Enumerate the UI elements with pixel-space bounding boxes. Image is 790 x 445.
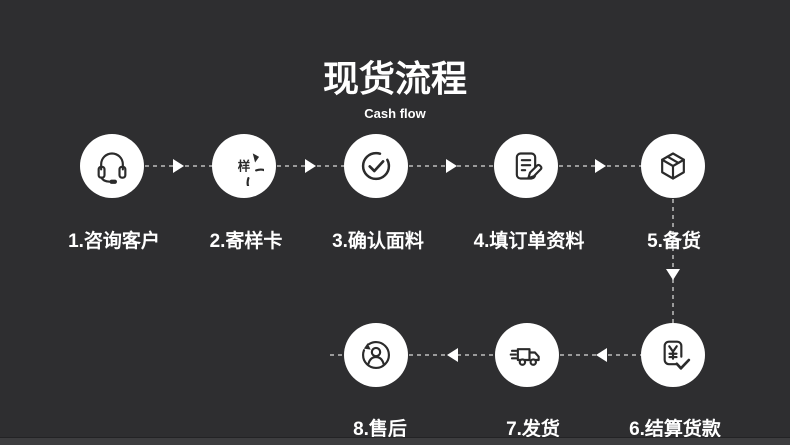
bottom-edge-bar xyxy=(0,437,790,445)
check-circle-icon xyxy=(361,151,391,181)
arrow-down-icon xyxy=(666,269,680,280)
arrow-right-icon xyxy=(305,159,316,173)
step-circle-confirm xyxy=(344,134,408,198)
connector-step8-tail xyxy=(330,354,345,356)
step-label-settle: 6.结算货款 xyxy=(629,419,721,440)
sample-char: 样 xyxy=(238,159,251,174)
step-circle-ship xyxy=(495,323,559,387)
delivery-truck-icon xyxy=(509,348,540,366)
package-box-icon xyxy=(661,152,685,180)
arrow-right-icon xyxy=(595,159,606,173)
step-circle-stock xyxy=(641,134,705,198)
step-circle-aftersales xyxy=(344,323,408,387)
after-sales-icon xyxy=(362,341,390,369)
page-title: 现货流程 xyxy=(322,58,467,99)
arrow-right-icon xyxy=(173,159,184,173)
step-label-order: 4.填订单资料 xyxy=(473,231,585,252)
page-subtitle: Cash flow xyxy=(364,106,426,121)
step-circle-consult xyxy=(80,134,144,198)
payment-yuan-icon xyxy=(663,340,691,370)
step-label-sample: 2.寄样卡 xyxy=(209,231,283,252)
step-label-stock: 5.备货 xyxy=(647,231,701,252)
order-form-icon xyxy=(515,152,543,180)
step-label-confirm: 3.确认面料 xyxy=(332,231,424,252)
step-circle-order xyxy=(494,134,558,198)
arrow-right-icon xyxy=(446,159,457,173)
arrow-left-icon xyxy=(596,348,607,362)
step-label-ship: 7.发货 xyxy=(506,419,560,440)
arrow-left-icon xyxy=(447,348,458,362)
step-label-aftersales: 8.售后 xyxy=(353,419,407,440)
step-circle-sample: 样 xyxy=(212,134,276,198)
connector-step5-step6 xyxy=(672,199,674,323)
sample-cycle-icon: 样 xyxy=(238,153,264,186)
headset-icon xyxy=(97,152,127,184)
step-label-consult: 1.咨询客户 xyxy=(68,231,160,252)
step-circle-settle xyxy=(641,323,705,387)
